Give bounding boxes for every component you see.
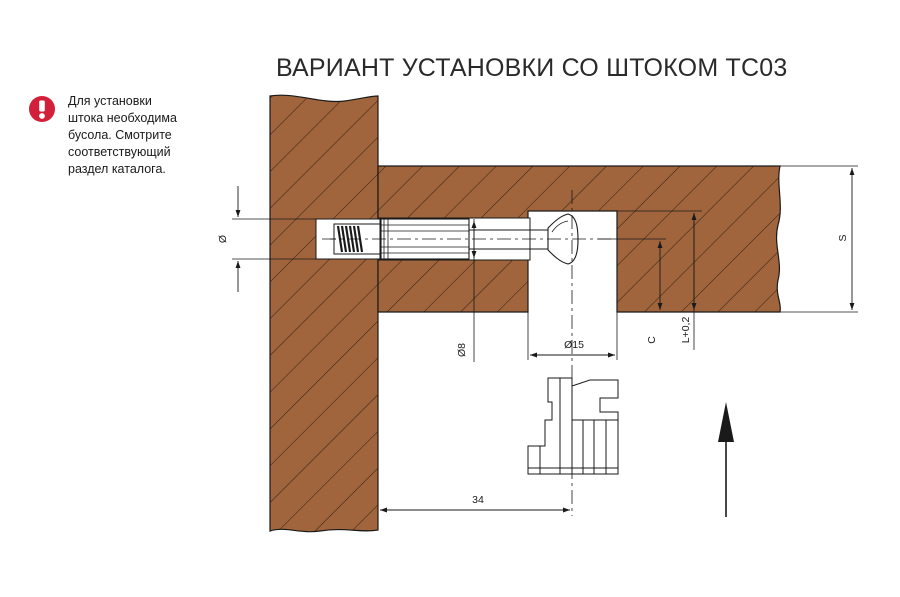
rod-diameter-dimension: Ø8 [456, 219, 477, 362]
insertion-arrow [718, 402, 734, 517]
note-text: Для установки штока необходима бусола. С… [68, 93, 218, 178]
diameter-dimension: Ø [217, 186, 316, 292]
l-label: L+0,2 [680, 317, 692, 344]
page-title: ВАРИАНТ УСТАНОВКИ СО ШТОКОМ ТС03 [276, 54, 788, 82]
cam-housing-side-view [527, 377, 619, 475]
diameter-label: Ø [217, 235, 229, 243]
vertical-panel [269, 94, 379, 533]
rod-diameter-label: Ø8 [456, 343, 468, 357]
s-label: S [837, 234, 849, 241]
rod-shaft [469, 213, 579, 265]
note-line: раздел каталога. [68, 162, 166, 176]
c-dimension: C [598, 238, 666, 344]
l-dimension: L+0,2 [617, 210, 702, 350]
s-dimension: S [780, 165, 858, 313]
note-line: соответствующий [68, 145, 171, 159]
housing-diameter-dimension: Ø15 [527, 312, 618, 360]
c-label: C [646, 336, 658, 344]
note-line: бусола. Смотрите [68, 128, 172, 142]
note-line: Для установки [68, 94, 152, 108]
note-line: штока необходима [68, 111, 177, 125]
housing-diameter-label: Ø15 [564, 339, 584, 351]
distance-dimension: 34 [380, 494, 570, 513]
distance-label: 34 [472, 494, 484, 506]
exclamation-icon [29, 96, 55, 122]
